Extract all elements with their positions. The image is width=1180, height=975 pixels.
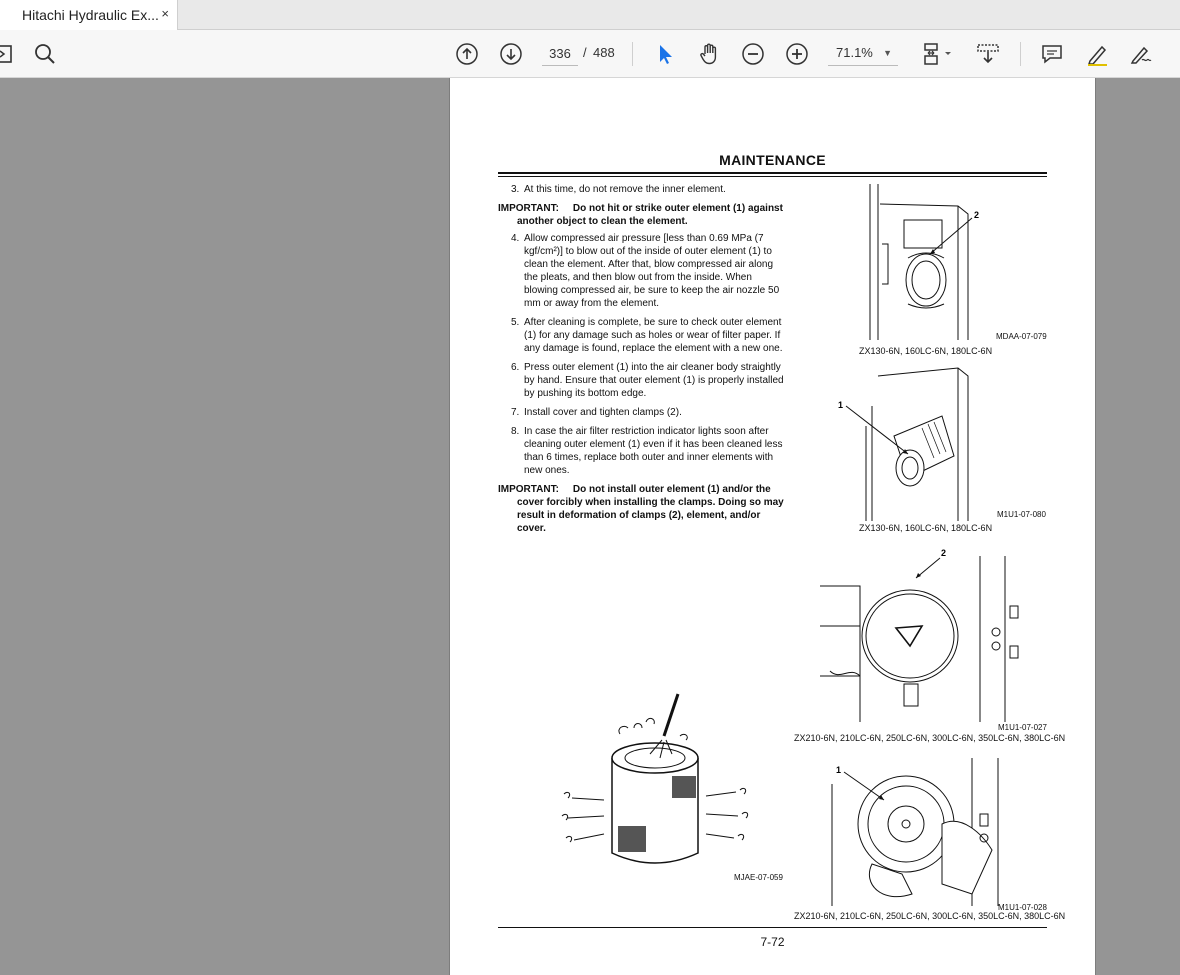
zoom-in-icon[interactable] [783,40,811,68]
highlight-pen-icon[interactable] [1083,40,1111,68]
figure-caption-4: ZX210-6N, 210LC-6N, 250LC-6N, 300LC-6N, … [794,911,1066,921]
chevron-down-icon: ▼ [883,48,892,58]
comment-icon[interactable] [1038,40,1066,68]
next-page-icon[interactable] [497,40,525,68]
air-cleaner-figure-1: 2 [869,184,979,340]
toolbar-divider [632,42,633,66]
scroll-mode-icon[interactable] [974,40,1002,68]
search-icon[interactable] [31,40,59,68]
important-note-2: IMPORTANT:Do not install outer element (… [498,484,784,534]
element-cleaning-figure [561,693,749,864]
figure-caption-3: ZX210-6N, 210LC-6N, 250LC-6N, 300LC-6N, … [794,733,1066,743]
figure-code-1: MDAA-07-079 [996,332,1047,341]
figure-code-2: M1U1-07-080 [997,510,1046,519]
callout-1: 1 [838,400,843,410]
total-pages: 488 [593,45,615,60]
figure-caption-2: ZX130-6N, 160LC-6N, 180LC-6N [859,523,993,533]
page-fit-icon[interactable] [919,40,957,68]
close-tab-icon[interactable]: × [161,6,169,21]
step-8: 8. In case the air filter restriction in… [511,426,783,476]
important-note-1: IMPORTANT:Do not hit or strike outer ele… [498,203,783,227]
tab-bar: Hitachi Hydraulic Ex... × [0,0,1180,30]
page-header: MAINTENANCE [719,152,826,168]
callout-1b: 1 [836,765,841,775]
toolbar-divider [1020,42,1021,66]
sign-icon[interactable] [1127,40,1155,68]
callout-2b: 2 [941,548,946,558]
zoom-value: 71.1% [836,45,873,60]
select-cursor-icon[interactable] [651,40,679,68]
instructions-column: 3. At this time, do not remove the inner… [498,183,788,539]
figure-code-5: MJAE-07-059 [734,873,783,882]
previous-page-icon[interactable] [453,40,481,68]
step-7: 7. Install cover and tighten clamps (2). [511,407,682,418]
air-cleaner-figure-2: 1 [838,367,969,521]
step-4: 4. Allow compressed air pressure [less t… [511,233,780,309]
zoom-select[interactable]: 71.1% ▼ [828,42,898,66]
figure-caption-1: ZX130-6N, 160LC-6N, 180LC-6N [859,346,993,356]
page-separator: / [583,45,587,60]
sidebar-icon[interactable] [0,40,20,68]
step-6: 6. Press outer element (1) into the air … [511,362,784,399]
air-cleaner-figure-3: 2 [820,548,1019,722]
figure-code-4: M1U1-07-028 [998,903,1047,912]
zoom-out-icon[interactable] [739,40,767,68]
tab-title: Hitachi Hydraulic Ex... [22,7,159,23]
figure-code-3: M1U1-07-027 [998,723,1047,732]
hand-tool-icon[interactable] [695,40,723,68]
step-3: 3. At this time, do not remove the inner… [511,184,726,195]
header-rule-thin [498,176,1047,177]
document-tab[interactable]: Hitachi Hydraulic Ex... × [0,0,178,30]
page-number-input[interactable] [542,42,578,66]
callout-2: 2 [974,210,979,220]
footer-rule [498,927,1047,928]
page-number: 7-72 [760,935,785,949]
toolbar: / 488 71.1% ▼ [0,30,1180,78]
air-cleaner-figure-4: 1 [831,758,999,906]
step-5: 5. After cleaning is complete, be sure t… [511,317,783,354]
document-page: MAINTENANCE 3. At this time, do not remo… [449,78,1096,975]
header-rule [498,172,1047,174]
